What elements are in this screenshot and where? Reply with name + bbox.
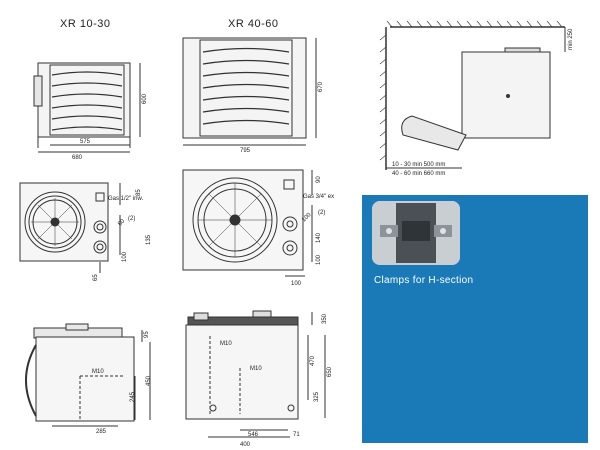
side-installation-view [379, 20, 566, 170]
dim-100-vertical: 100 [316, 254, 322, 265]
clearance-note-small: 10 - 30 min 500 mm [392, 162, 445, 168]
dim-670: 670 [318, 81, 324, 92]
title-xr-40-60: XR 40-60 [228, 18, 278, 30]
m10-small: M10 [92, 369, 104, 375]
dim-470: 470 [310, 355, 316, 366]
clearance-note-large: 40 - 60 min 660 mm [392, 171, 445, 177]
top-view-large [185, 310, 326, 438]
gas-label-small: Gas 1/2" inw. [108, 196, 143, 202]
front-view-large [182, 37, 317, 146]
dim-546: 546 [248, 432, 259, 438]
dim-2-small: (2) [128, 216, 135, 222]
dim-135: 135 [146, 234, 152, 245]
dim-400: 400 [240, 442, 251, 448]
m10-large-top: M10 [220, 341, 232, 347]
dim-80: 80 [117, 218, 126, 227]
dim-650: 650 [327, 366, 333, 377]
dim-100-bottom: 100 [291, 281, 302, 287]
clamp-photo [372, 201, 460, 265]
clamp-image-icon [372, 201, 460, 265]
dim-85: 85 [136, 189, 142, 196]
dim-140: 140 [316, 232, 322, 243]
dim-680: 680 [72, 155, 83, 161]
title-xr-10-30: XR 10-30 [60, 18, 110, 30]
dim-65: 65 [93, 274, 99, 281]
dim-90: 90 [316, 176, 322, 183]
fan-view-large [182, 169, 313, 277]
dim-325: 325 [314, 391, 320, 402]
dim-600: 600 [142, 93, 148, 104]
dim-100-small: 100 [122, 251, 128, 262]
clamps-photo-panel: Clamps for H-section [362, 195, 588, 443]
m10-large-center: M10 [250, 366, 262, 372]
front-view-small [33, 62, 141, 153]
gas-label-large: Gas 3/4" ex [303, 194, 334, 200]
fan-view-small [19, 182, 121, 273]
dim-350: 350 [322, 313, 328, 324]
dim-575: 575 [80, 139, 91, 145]
dim-95: 95 [144, 331, 150, 338]
top-view-small [25, 323, 151, 427]
dim-min-250: min 250 [568, 28, 574, 50]
dim-2-large: (2) [318, 210, 325, 216]
dim-71: 71 [293, 432, 300, 438]
dim-285: 285 [96, 429, 107, 435]
dim-450: 450 [146, 375, 152, 386]
photo-caption: Clamps for H-section [374, 275, 474, 286]
dim-795: 795 [240, 148, 251, 154]
dim-245: 245 [130, 391, 136, 402]
dim-100-diag: 100 [301, 212, 313, 224]
